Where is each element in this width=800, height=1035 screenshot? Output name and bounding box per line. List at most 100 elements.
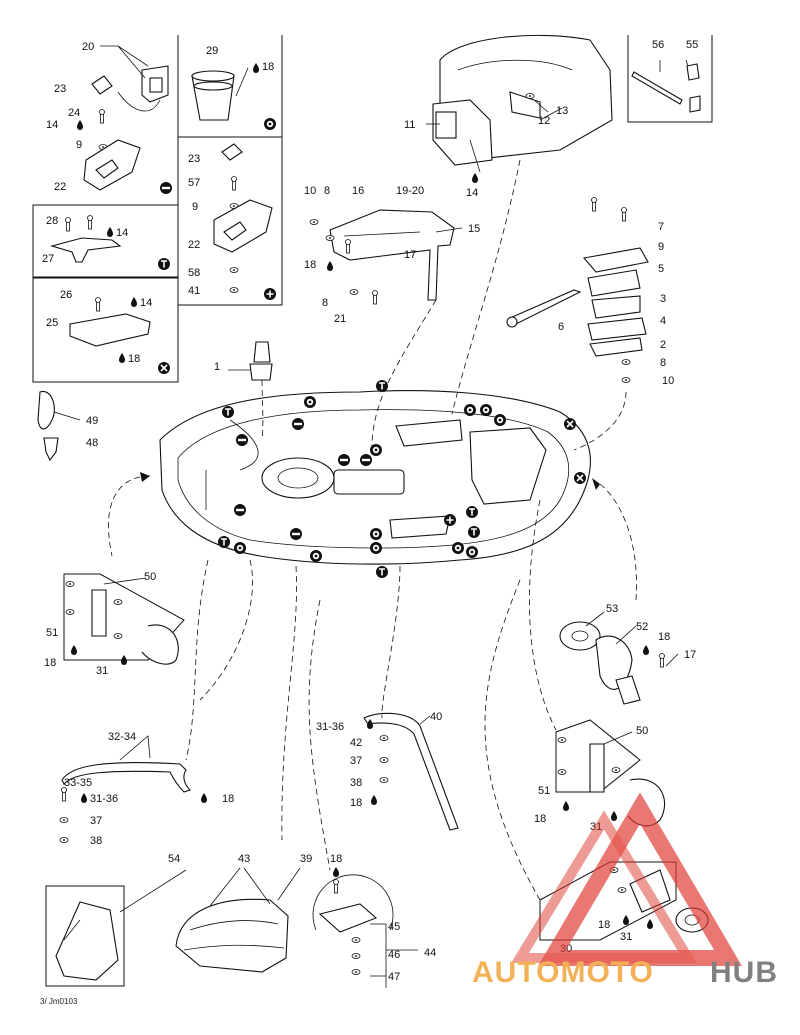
label-1: 1 — [214, 361, 220, 373]
label-6: 6 — [558, 321, 564, 333]
label-18b: 18 — [128, 353, 140, 365]
part-56-55 — [631, 63, 701, 113]
label-14d: 14 — [466, 187, 478, 199]
label-10b: 10 — [662, 375, 674, 387]
label-48: 48 — [86, 437, 98, 449]
part-44-47-fasteners — [312, 867, 394, 975]
label-25: 25 — [46, 317, 58, 329]
label-50b: 50 — [636, 725, 648, 737]
arrow-heads — [140, 472, 600, 490]
label-18j: 18 — [598, 919, 610, 931]
label-38b: 38 — [350, 777, 362, 789]
label-20: 20 — [82, 41, 94, 53]
label-40: 40 — [430, 711, 442, 723]
label-41: 41 — [188, 285, 200, 297]
part-39-43-cover — [175, 898, 289, 973]
label-13: 13 — [556, 105, 568, 117]
main-deck-body — [159, 390, 591, 565]
label-50a: 50 — [144, 571, 156, 583]
label-31-36a: 31-36 — [90, 793, 118, 805]
label-56: 56 — [652, 39, 664, 51]
label-18g: 18 — [350, 797, 362, 809]
label-18i: 18 — [330, 853, 342, 865]
label-43: 43 — [238, 853, 250, 865]
label-39: 39 — [300, 853, 312, 865]
inset-part-29 — [191, 63, 276, 130]
label-14b: 14 — [116, 227, 128, 239]
label-45: 45 — [388, 921, 400, 933]
label-28: 28 — [46, 215, 58, 227]
label-54: 54 — [168, 853, 180, 865]
label-52: 52 — [636, 621, 648, 633]
label-31a: 31 — [96, 665, 108, 677]
watermark-logo: AUTOMOTO HUB — [472, 792, 778, 989]
inset-part-27-cleat — [49, 215, 171, 271]
label-55: 55 — [686, 39, 698, 51]
label-14a: 14 — [46, 119, 58, 131]
part-stack-2-10 — [506, 197, 649, 383]
label-18e: 18 — [658, 631, 670, 643]
label-9b: 9 — [192, 201, 198, 213]
label-17b: 17 — [684, 649, 696, 661]
tow-hook-assembly-left — [63, 573, 185, 665]
label-9a: 9 — [76, 139, 82, 151]
label-33-35: 33-35 — [64, 777, 92, 789]
label-47: 47 — [388, 971, 400, 983]
label-11: 11 — [404, 119, 415, 131]
seat-latch-area — [432, 34, 613, 183]
label-24: 24 — [68, 107, 80, 119]
label-23a: 23 — [54, 83, 66, 95]
label-15: 15 — [468, 223, 480, 235]
label-18f: 18 — [222, 793, 234, 805]
drain-52-53 — [559, 621, 665, 705]
label-18a: 18 — [262, 61, 274, 73]
label-12: 12 — [538, 115, 550, 127]
part-1-plug — [249, 341, 273, 381]
label-14c: 14 — [140, 297, 152, 309]
label-16: 16 — [352, 185, 364, 197]
watermark-text-hub: HUB — [710, 956, 778, 989]
label-8a: 8 — [324, 185, 330, 197]
label-8b: 8 — [322, 297, 328, 309]
part-48-49 — [37, 391, 59, 462]
label-57: 57 — [188, 177, 200, 189]
handle-32-34 — [59, 762, 207, 843]
label-51a: 51 — [46, 627, 58, 639]
label-5: 5 — [658, 263, 664, 275]
label-29: 29 — [206, 45, 218, 57]
inset-frames — [32, 35, 713, 383]
label-23b: 23 — [188, 153, 200, 165]
label-53: 53 — [606, 603, 618, 615]
label-7: 7 — [658, 221, 664, 233]
label-26: 26 — [60, 289, 72, 301]
leader-lines — [53, 45, 689, 988]
inset-part-22-57-58 — [213, 143, 277, 301]
label-22b: 22 — [188, 239, 200, 251]
handle-40 — [363, 712, 459, 831]
label-46: 46 — [388, 949, 400, 961]
label-17a: 17 — [404, 249, 416, 261]
label-3: 3 — [660, 293, 666, 305]
label-32-34: 32-34 — [108, 731, 136, 743]
label-22a: 22 — [54, 181, 66, 193]
label-38a: 38 — [90, 835, 102, 847]
label-37b: 37 — [350, 755, 362, 767]
part-labels: 20 23 24 14 9 22 29 18 23 57 9 22 58 41 … — [40, 39, 698, 1035]
label-37a: 37 — [90, 815, 102, 827]
label-21: 21 — [334, 313, 346, 325]
label-44: 44 — [424, 947, 436, 959]
label-9c: 9 — [658, 241, 664, 253]
label-58: 58 — [188, 267, 200, 279]
label-4: 4 — [660, 315, 666, 327]
label-31-36b: 31-36 — [316, 721, 344, 733]
inset-part-25-plate — [69, 297, 171, 375]
watermark-text-automoto: AUTOMOTO — [472, 956, 654, 989]
label-51b: 51 — [538, 785, 550, 797]
inset-part-20-23-24-22 — [77, 45, 172, 194]
label-2: 2 — [660, 339, 666, 351]
label-18d: 18 — [44, 657, 56, 669]
part-54-panel — [45, 885, 125, 987]
label-3136c-hidden: 31-36 — [316, 1033, 319, 1035]
reference-code: 3/ Jm0103 — [40, 997, 78, 1006]
